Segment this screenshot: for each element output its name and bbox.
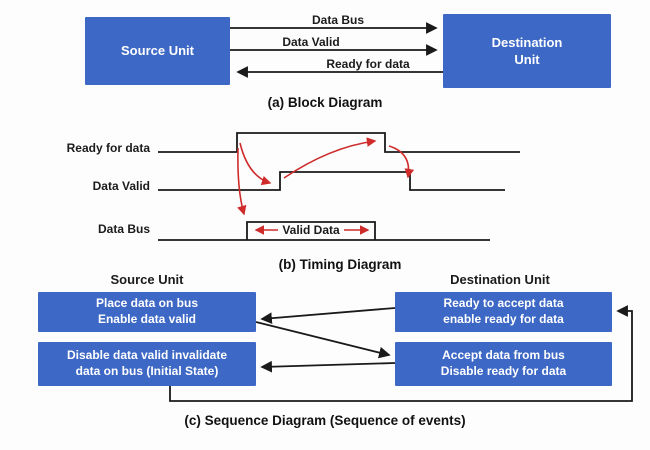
timing-ready-for-data-label: Ready for data — [66, 141, 150, 155]
sequence-diagram-caption: (c) Sequence Diagram (Sequence of events… — [184, 413, 466, 428]
block-diagram-caption: (a) Block Diagram — [267, 95, 383, 110]
seq-box-disable-data-valid: Disable data valid invalidate data on bu… — [38, 342, 256, 386]
ready-for-data-label: Ready for data — [326, 57, 410, 71]
seq-box-disable-data-valid-line2: data on bus (Initial State) — [75, 364, 219, 378]
arrow-ready-fall-to-valid-fall — [388, 145, 415, 179]
timing-diagram-caption: (b) Timing Diagram — [278, 257, 402, 272]
destination-unit-label-line1: Destination — [491, 34, 563, 50]
seq-box-ready-to-accept-line2: enable ready for data — [443, 312, 564, 326]
arrow-ready-rise-to-valid-rise — [239, 142, 272, 186]
source-unit-box: Source Unit — [85, 17, 230, 85]
valid-data-label: Valid Data — [282, 223, 340, 237]
destination-unit-box: Destination Unit — [443, 14, 611, 88]
arrow-accept-to-disable — [260, 360, 396, 373]
timing-data-bus-label: Data Bus — [97, 222, 150, 236]
data-valid-label: Data Valid — [282, 35, 340, 49]
seq-box-place-data-line1: Place data on bus — [95, 296, 199, 311]
destination-unit-label-line2: Unit — [514, 52, 540, 67]
seq-box-accept-data-line2: Disable ready for data — [440, 364, 567, 378]
seq-box-accept-data-line1: Accept data from bus — [442, 348, 565, 363]
seq-box-disable-data-valid-line1: Disable data valid invalidate — [66, 348, 228, 363]
arrow-ready-to-place-data — [260, 307, 396, 325]
arrow-valid-rise-to-ready-fall — [283, 137, 377, 179]
timing-data-valid-label: Data Valid — [92, 179, 150, 193]
seq-box-place-data-line2: Enable data valid — [97, 312, 197, 326]
ready-for-data-waveform — [158, 132, 520, 153]
source-unit-label: Source Unit — [121, 43, 194, 59]
data-bus-label: Data Bus — [311, 13, 365, 27]
data-valid-waveform — [158, 171, 505, 191]
arrow-place-data-to-accept — [255, 321, 391, 359]
sequence-source-header: Source Unit — [110, 272, 184, 287]
arrow-ready-rise-to-bus — [237, 147, 247, 216]
seq-box-accept-data: Accept data from bus Disable ready for d… — [395, 342, 612, 386]
seq-box-ready-to-accept-line1: Ready to accept data — [443, 296, 564, 311]
seq-box-place-data-on-bus: Place data on bus Enable data valid — [38, 292, 256, 332]
sequence-destination-header: Destination Unit — [450, 272, 550, 287]
seq-box-ready-to-accept: Ready to accept data enable ready for da… — [395, 292, 612, 332]
